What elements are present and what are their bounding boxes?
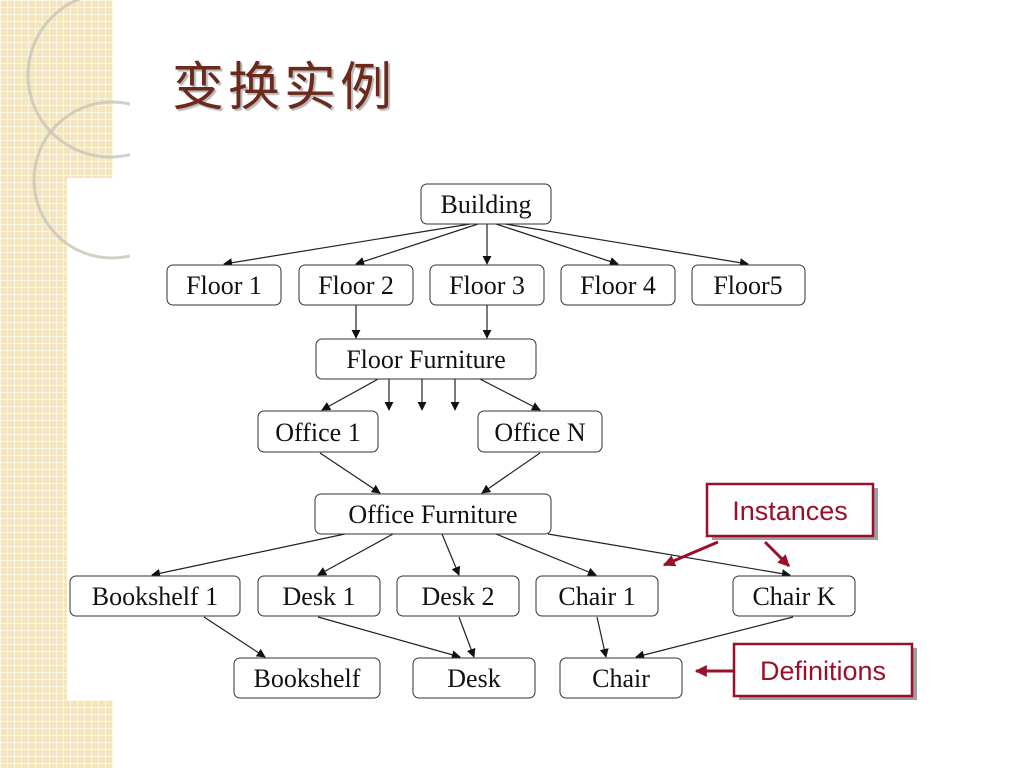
edge-building-floor-4 (495, 223, 619, 266)
node-floor-4-label: Floor 4 (580, 271, 656, 300)
node-bookshelf-label: Bookshelf (254, 664, 361, 693)
node-office-1-label: Office 1 (275, 418, 360, 447)
edge-floor-furniture-office-n (477, 377, 541, 411)
edge-desk-1-desk (317, 616, 461, 660)
node-chair-1-label: Chair 1 (558, 582, 635, 611)
edge-office-furniture-chair-k (547, 533, 791, 579)
slide-title: 变换实例 (172, 58, 397, 118)
node-office-n: Office N (477, 410, 603, 453)
node-desk-2-label: Desk 2 (422, 582, 495, 611)
node-floor-5: Floor5 (691, 264, 806, 306)
node-office-1: Office 1 (257, 410, 379, 453)
node-floor-1: Floor 1 (166, 264, 282, 306)
node-building-label: Building (440, 190, 531, 219)
edge-desk-2-desk (458, 616, 476, 658)
node-office-furniture-label: Office Furniture (348, 500, 517, 529)
node-bookshelf-1: Bookshelf 1 (69, 575, 241, 617)
node-desk-1-label: Desk 1 (283, 582, 356, 611)
node-bookshelf-1-label: Bookshelf 1 (92, 582, 218, 611)
edge-chair-k-chair (635, 616, 794, 660)
node-building: Building (420, 183, 552, 225)
node-desk-1: Desk 1 (257, 575, 381, 617)
instances-arrow-left (662, 540, 719, 567)
callout-definitions: Definitions (732, 642, 917, 700)
callout-definitions-label: Definitions (760, 656, 886, 686)
node-floor-3: Floor 3 (429, 264, 545, 306)
edge-building-floor-2 (355, 223, 479, 266)
node-office-n-label: Office N (494, 418, 585, 447)
edge-office-1-office-furniture (319, 452, 381, 494)
edge-bookshelf-1-bookshelf (203, 616, 266, 658)
node-floor-3-label: Floor 3 (449, 271, 525, 300)
node-floor-furniture: Floor Furniture (315, 338, 537, 380)
decorative-rings (26, 0, 130, 260)
edge-office-furniture-bookshelf-1 (151, 533, 346, 578)
node-floor-2-label: Floor 2 (318, 271, 394, 300)
node-bookshelf: Bookshelf (233, 657, 381, 699)
callout-instances-label: Instances (732, 496, 848, 526)
node-desk-label: Desk (447, 664, 500, 693)
edge-office-furniture-desk-1 (317, 533, 394, 576)
node-floor-4: Floor 4 (560, 264, 676, 306)
connectors (151, 223, 794, 660)
node-floor-2: Floor 2 (298, 264, 414, 306)
node-chair-k: Chair K (732, 575, 856, 617)
edge-office-furniture-chair-1 (495, 533, 597, 577)
node-desk: Desk (412, 657, 536, 699)
edge-building-floor-1 (223, 223, 471, 268)
node-chair: Chair (559, 657, 683, 699)
edge-floor-furniture-office-1 (321, 377, 381, 411)
node-floor-5-label: Floor5 (713, 271, 782, 300)
edge-chair-1-chair (596, 616, 609, 658)
edge-office-n-office-furniture (481, 452, 541, 494)
node-chair-1: Chair 1 (535, 575, 659, 617)
node-chair-k-label: Chair K (752, 582, 835, 611)
node-desk-2: Desk 2 (396, 575, 520, 617)
callout-instances: Instances (705, 482, 878, 540)
node-floor-furniture-label: Floor Furniture (346, 345, 506, 374)
edge-office-furniture-desk-2 (441, 533, 461, 576)
node-floor-1-label: Floor 1 (186, 271, 262, 300)
node-office-furniture: Office Furniture (314, 493, 552, 535)
instances-arrow-right (763, 540, 791, 568)
edge-building-floor-5 (504, 223, 749, 268)
node-chair-label: Chair (592, 664, 650, 693)
